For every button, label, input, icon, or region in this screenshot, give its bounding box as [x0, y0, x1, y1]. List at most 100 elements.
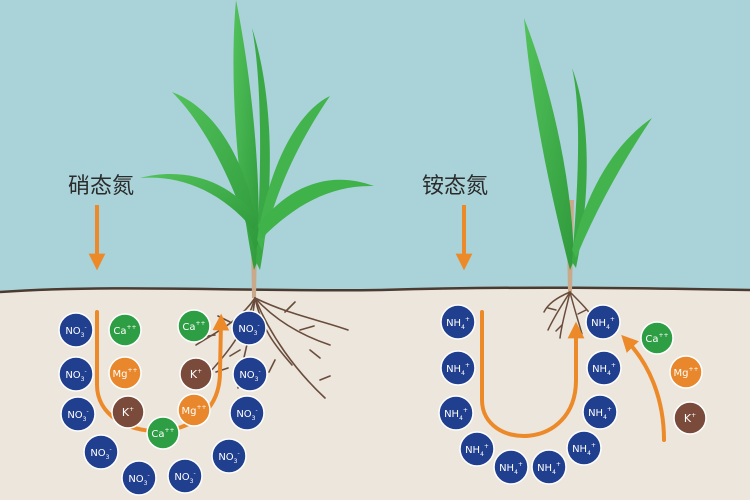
magnesium-ion: Mg++ [177, 393, 211, 427]
nitrate-ion-label: NO3- [90, 446, 111, 461]
ammonium-ion: NH4+ [585, 304, 621, 340]
ammonium-ion-circle [531, 449, 567, 485]
ammonium-ion-circle [586, 350, 622, 386]
ammonium-ion-label: NH4+ [591, 316, 615, 331]
nitrate-ion-label: NO3- [236, 407, 257, 422]
ammonium-ion-circle [440, 350, 476, 386]
nitrate-ion: NO3- [167, 458, 203, 494]
magnesium-ion-circle [669, 355, 703, 389]
ammonium-ion: NH4+ [459, 431, 495, 467]
nitrate-ion-circle [83, 434, 119, 470]
ammonium-ion-circle [438, 395, 474, 431]
potassium-ion: K+ [111, 395, 145, 429]
nitrate-ion: NO3- [231, 310, 267, 346]
nitrate-ion-label: NO3- [65, 324, 86, 339]
nitrate-ion-label: NO3- [67, 408, 88, 423]
nitrate-ion-label: NO3- [65, 368, 86, 383]
nitrate-ion-label: NO3- [174, 470, 195, 485]
uptake-arrow-right [480, 310, 585, 438]
calcium-ion: Ca++ [640, 321, 674, 355]
calcium-ion-label: Ca++ [113, 324, 136, 337]
nitrate-ion-circle [58, 356, 94, 392]
ammonium-ion: NH4+ [440, 350, 476, 386]
potassium-ion-label: K+ [684, 412, 696, 425]
ammonium-ion-label: NH4+ [588, 406, 612, 421]
ammonium-nitrogen-label: 铵态氮 [422, 174, 489, 199]
nitrate-ion-circle [58, 312, 94, 348]
ions-layer: NO3- NO3- NO3- NO3- NO3- NO3- NO3- NO3- NO3- NO3-… [58, 304, 707, 496]
ammonium-ion-label: NH4+ [499, 461, 523, 476]
sky [0, 0, 750, 300]
ammonium-ion-circle [566, 430, 602, 466]
cation-arrow-right [621, 334, 666, 442]
nitrate-ion: NO3- [60, 396, 96, 432]
calcium-ion: Ca++ [146, 416, 180, 450]
nitrate-ion-label: NO3- [239, 368, 260, 383]
ammonium-ion-circle [582, 394, 618, 430]
ammonium-ion-label: NH4+ [592, 362, 616, 377]
ammonium-ion: NH4+ [493, 449, 529, 485]
nitrate-ion: NO3- [211, 438, 247, 474]
ammonium-ion-circle [585, 304, 621, 340]
ammonium-ion: NH4+ [566, 430, 602, 466]
nitrate-ion-label: NO3- [238, 322, 259, 337]
calcium-ion-label: Ca++ [645, 332, 668, 345]
magnesium-ion-label: Mg++ [112, 367, 137, 380]
ammonium-ion-label: NH4+ [446, 362, 470, 377]
nitrate-ion-label: NO3- [218, 450, 239, 465]
magnesium-ion-label: Mg++ [673, 366, 698, 379]
magnesium-ion: Mg++ [108, 356, 142, 390]
ammonium-ion-circle [440, 304, 476, 340]
ammonium-ion: NH4+ [586, 350, 622, 386]
ammonium-ion: NH4+ [531, 449, 567, 485]
nitrate-ion-circle [229, 395, 265, 431]
ammonium-ion-label: NH4+ [537, 461, 561, 476]
potassium-ion: K+ [673, 401, 707, 435]
ammonium-ion-circle [459, 431, 495, 467]
nitrate-ion-circle [60, 396, 96, 432]
calcium-ion-circle [640, 321, 674, 355]
nitrate-nitrogen-label: 硝态氮 [68, 174, 135, 199]
ammonium-ion-label: NH4+ [444, 407, 468, 422]
ammonium-ion: NH4+ [582, 394, 618, 430]
plant-left [140, 0, 374, 298]
nitrate-ion: NO3- [232, 356, 268, 392]
calcium-ion-circle [146, 416, 180, 450]
ground-line [0, 286, 750, 294]
magnesium-ion-label: Mg++ [181, 404, 206, 417]
ammonium-ion-label: NH4+ [465, 443, 489, 458]
potassium-ion-circle [179, 357, 213, 391]
nitrate-ion-label: NO3- [128, 472, 149, 487]
nitrate-ion: NO3- [58, 312, 94, 348]
potassium-ion-label: K+ [190, 368, 202, 381]
ammonium-ion: NH4+ [438, 395, 474, 431]
calcium-ion-circle [177, 309, 211, 343]
nitrate-ion-circle [231, 310, 267, 346]
nitrate-ion: NO3- [58, 356, 94, 392]
potassium-ion-circle [673, 401, 707, 435]
nitrate-ion: NO3- [121, 460, 157, 496]
magnesium-ion-circle [177, 393, 211, 427]
nitrate-ion-circle [121, 460, 157, 496]
calcium-ion-label: Ca++ [151, 427, 174, 440]
nitrate-ion: NO3- [83, 434, 119, 470]
ammonium-ion-label: NH4+ [446, 316, 470, 331]
calcium-ion-circle [108, 313, 142, 347]
ammonium-ion-circle [493, 449, 529, 485]
potassium-ion-label: K+ [122, 406, 134, 419]
nitrate-ion-circle [211, 438, 247, 474]
roots-left [195, 297, 349, 399]
nitrate-ion-circle [232, 356, 268, 392]
magnesium-ion: Mg++ [669, 355, 703, 389]
magnesium-ion-circle [108, 356, 142, 390]
potassium-ion: K+ [179, 357, 213, 391]
nitrate-ion-circle [167, 458, 203, 494]
calcium-ion: Ca++ [108, 313, 142, 347]
potassium-ion-circle [111, 395, 145, 429]
plant-right [524, 18, 652, 292]
ammonium-ion: NH4+ [440, 304, 476, 340]
nitrate-ion: NO3- [229, 395, 265, 431]
ammonium-ion-label: NH4+ [572, 442, 596, 457]
calcium-ion-label: Ca++ [182, 320, 205, 333]
